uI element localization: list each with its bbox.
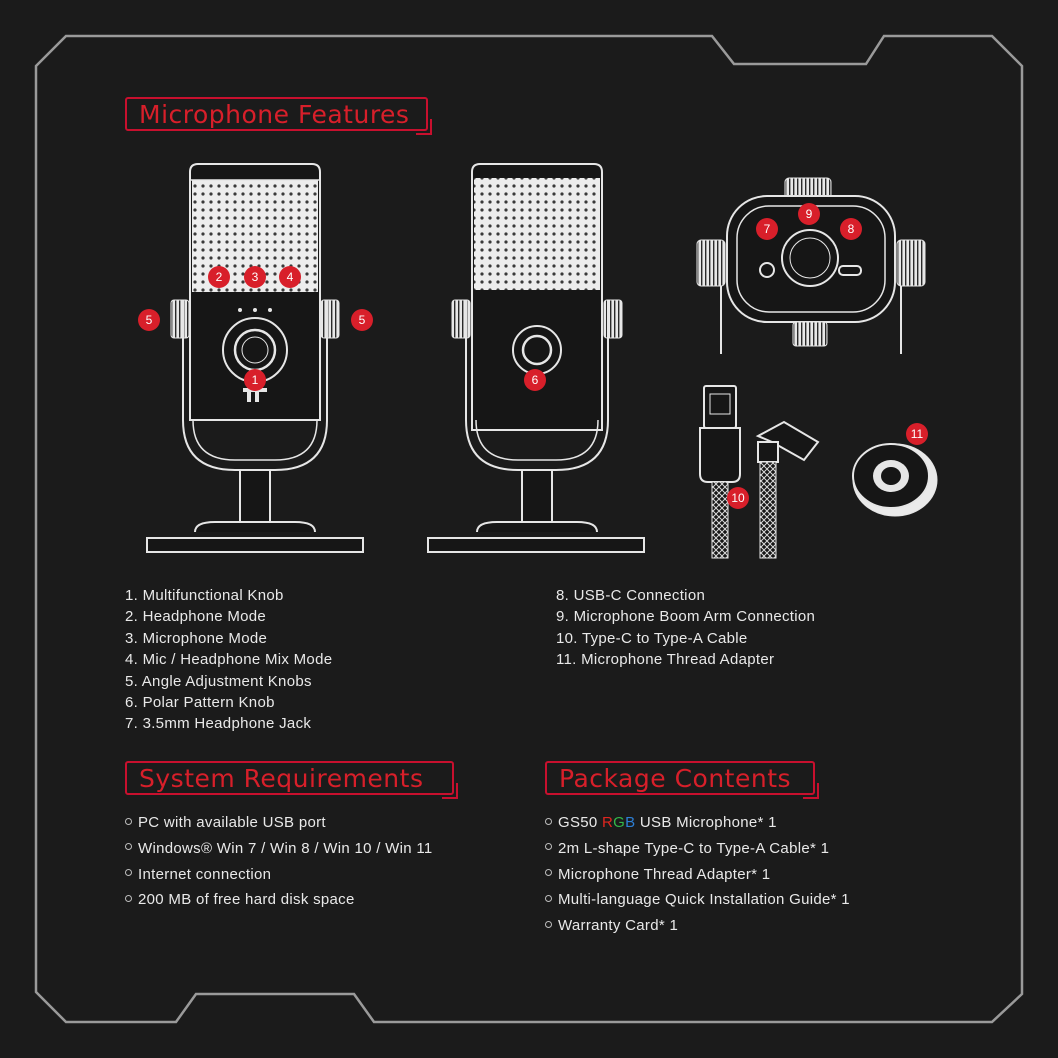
list-item: Internet connection <box>125 862 433 888</box>
features-list-left: 1. Multifunctional Knob 2. Headphone Mod… <box>125 585 332 735</box>
bullet-icon <box>545 843 552 851</box>
package-list: GS50 RGB USB Microphone* 1 2m L-shape Ty… <box>545 810 850 939</box>
svg-text:10: 10 <box>731 491 745 505</box>
list-item: 2. Headphone Mode <box>125 608 267 626</box>
callout-2: 2 <box>208 266 230 288</box>
callout-7: 7 <box>756 218 778 240</box>
bullet-icon <box>545 869 552 877</box>
list-item: 200 MB of free hard disk space <box>125 887 433 913</box>
callout-6: 6 <box>524 369 546 391</box>
callout-5-right: 5 <box>351 309 373 331</box>
svg-text:2: 2 <box>216 270 223 284</box>
svg-text:6: 6 <box>532 373 539 387</box>
usb-cable-illustration <box>699 385 820 559</box>
list-item: 11. Microphone Thread Adapter <box>556 651 775 669</box>
list-item: GS50 RGB USB Microphone* 1 <box>545 810 850 836</box>
bullet-icon <box>125 843 132 851</box>
requirements-heading: System Requirements <box>125 761 458 799</box>
microphone-front-illustration <box>146 163 364 553</box>
callout-badges: 1 2 3 4 5 5 6 7 8 9 10 11 <box>138 203 928 509</box>
features-heading: Microphone Features <box>125 97 432 135</box>
list-item: Multi-language Quick Installation Guide*… <box>545 887 850 913</box>
svg-text:8: 8 <box>848 222 855 236</box>
list-item: 1. Multifunctional Knob <box>125 587 284 604</box>
list-item: 6. Polar Pattern Knob <box>125 694 275 712</box>
features-list-right: 8. USB-C Connection 9. Microphone Boom A… <box>556 585 815 671</box>
requirements-list: PC with available USB port Windows® Win … <box>125 810 433 913</box>
list-item: 10. Type-C to Type-A Cable <box>556 629 748 647</box>
svg-text:5: 5 <box>359 313 366 327</box>
callout-9: 9 <box>798 203 820 225</box>
list-item: 4. Mic / Headphone Mix Mode <box>125 651 333 669</box>
callout-8: 8 <box>840 218 862 240</box>
list-item: 9. Microphone Boom Arm Connection <box>556 608 816 626</box>
list-item: 3. Microphone Mode <box>125 629 268 647</box>
list-item: 7. 3.5mm Headphone Jack <box>125 715 312 733</box>
bullet-icon <box>125 869 132 877</box>
callout-3: 3 <box>244 266 266 288</box>
thread-adapter-illustration <box>852 443 938 517</box>
callout-4: 4 <box>279 266 301 288</box>
svg-text:11: 11 <box>911 427 924 441</box>
package-heading: Package Contents <box>545 761 819 799</box>
bullet-icon <box>125 817 132 825</box>
bullet-icon <box>545 894 552 902</box>
list-item: 5. Angle Adjustment Knobs <box>125 672 312 690</box>
list-item: 8. USB-C Connection <box>556 587 706 604</box>
list-item: Windows® Win 7 / Win 8 / Win 10 / Win 11 <box>125 836 433 862</box>
svg-text:9: 9 <box>806 207 813 221</box>
bullet-icon <box>545 817 552 825</box>
svg-text:3: 3 <box>252 270 259 284</box>
bullet-icon <box>545 920 552 928</box>
svg-text:1: 1 <box>252 373 259 387</box>
callout-11: 11 <box>906 423 928 445</box>
bullet-icon <box>125 894 132 902</box>
list-item: PC with available USB port <box>125 810 433 836</box>
svg-text:4: 4 <box>287 270 294 284</box>
svg-text:5: 5 <box>146 313 153 327</box>
callout-10: 10 <box>727 487 749 509</box>
list-item: Microphone Thread Adapter* 1 <box>545 862 850 888</box>
callout-5-left: 5 <box>138 309 160 331</box>
list-item: Warranty Card* 1 <box>545 913 850 939</box>
list-item: 2m L-shape Type-C to Type-A Cable* 1 <box>545 836 850 862</box>
microphone-back-illustration <box>427 163 645 553</box>
callout-1: 1 <box>244 369 266 391</box>
svg-text:7: 7 <box>764 222 771 236</box>
